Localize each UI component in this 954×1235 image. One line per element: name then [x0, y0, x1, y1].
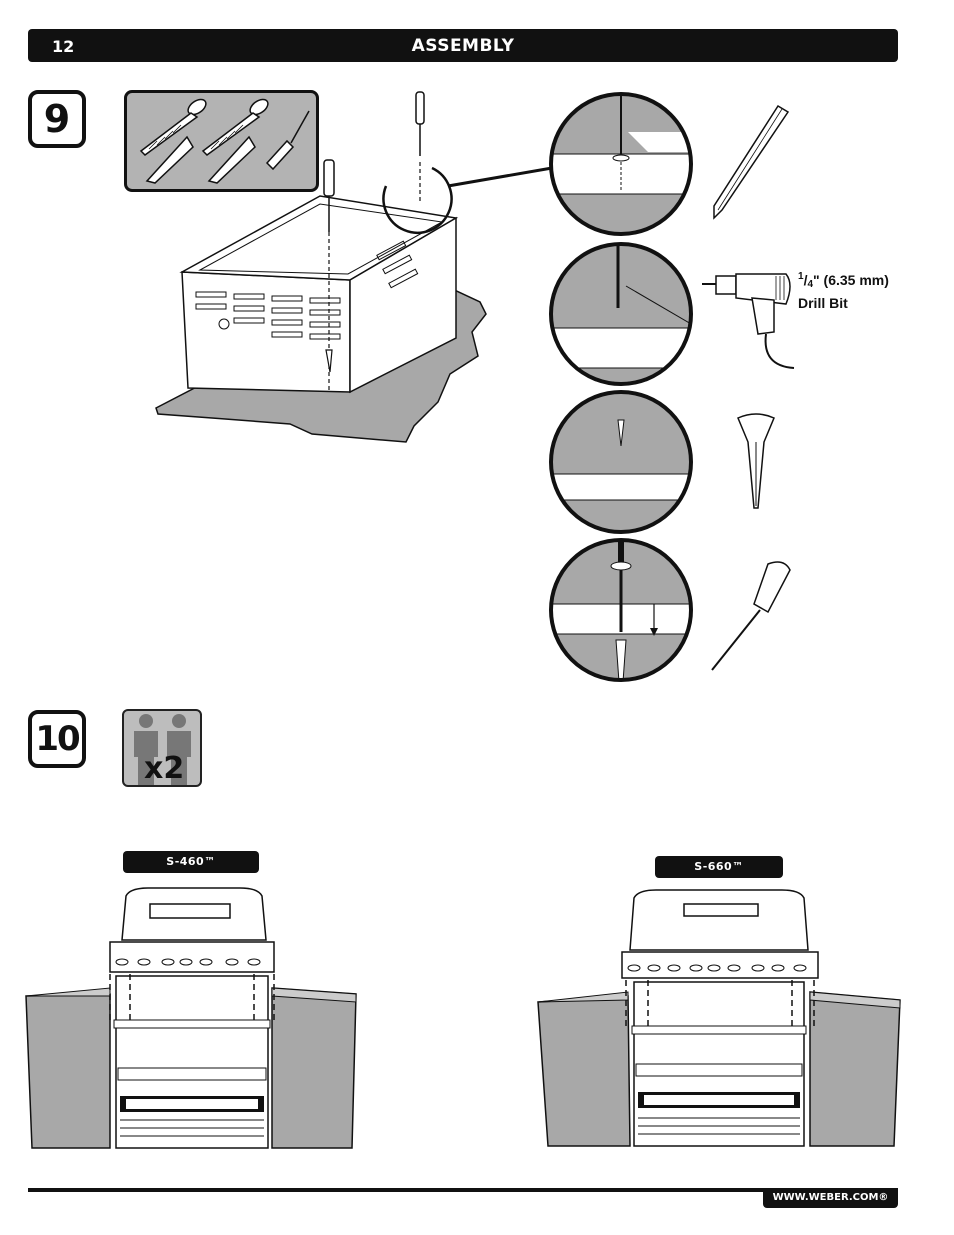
parts-box — [124, 90, 319, 192]
cabinet-island-illustration — [155, 91, 553, 443]
pencil-icon — [713, 104, 790, 220]
grill-s460-illustration — [25, 887, 357, 1149]
page-number: 12 — [52, 37, 75, 56]
footer-url: WWW.WEBER.COM® — [763, 1188, 898, 1208]
anchor-icon — [737, 413, 775, 509]
fraction-denominator: 4 — [807, 279, 814, 290]
screwdriver-icon — [711, 561, 791, 671]
model-tag-s460: S-460™ — [123, 851, 259, 873]
model-tag-s660: S-660™ — [655, 856, 783, 878]
footer-rule — [28, 1188, 898, 1192]
step-9-badge: 9 — [28, 90, 86, 148]
people-silhouettes — [134, 714, 191, 785]
drill-bit-text: Drill Bit — [798, 295, 848, 311]
grill-s660-illustration — [537, 889, 901, 1147]
step-10-badge: 10 — [28, 710, 86, 768]
people-count: x2 — [144, 751, 185, 786]
drill-bit-size: " (6.35 mm) — [813, 272, 889, 288]
fraction-numerator: 1 — [798, 271, 804, 282]
header-bar: 12 ASSEMBLY — [28, 29, 898, 62]
screw-and-anchor-icon — [139, 98, 310, 184]
two-people-icon: x2 — [122, 709, 202, 787]
drill-icon — [702, 273, 795, 369]
section-title: ASSEMBLY — [411, 36, 515, 56]
drill-bit-label: 1/4" (6.35 mm) Drill Bit — [798, 271, 889, 311]
detail-circles — [549, 92, 693, 682]
